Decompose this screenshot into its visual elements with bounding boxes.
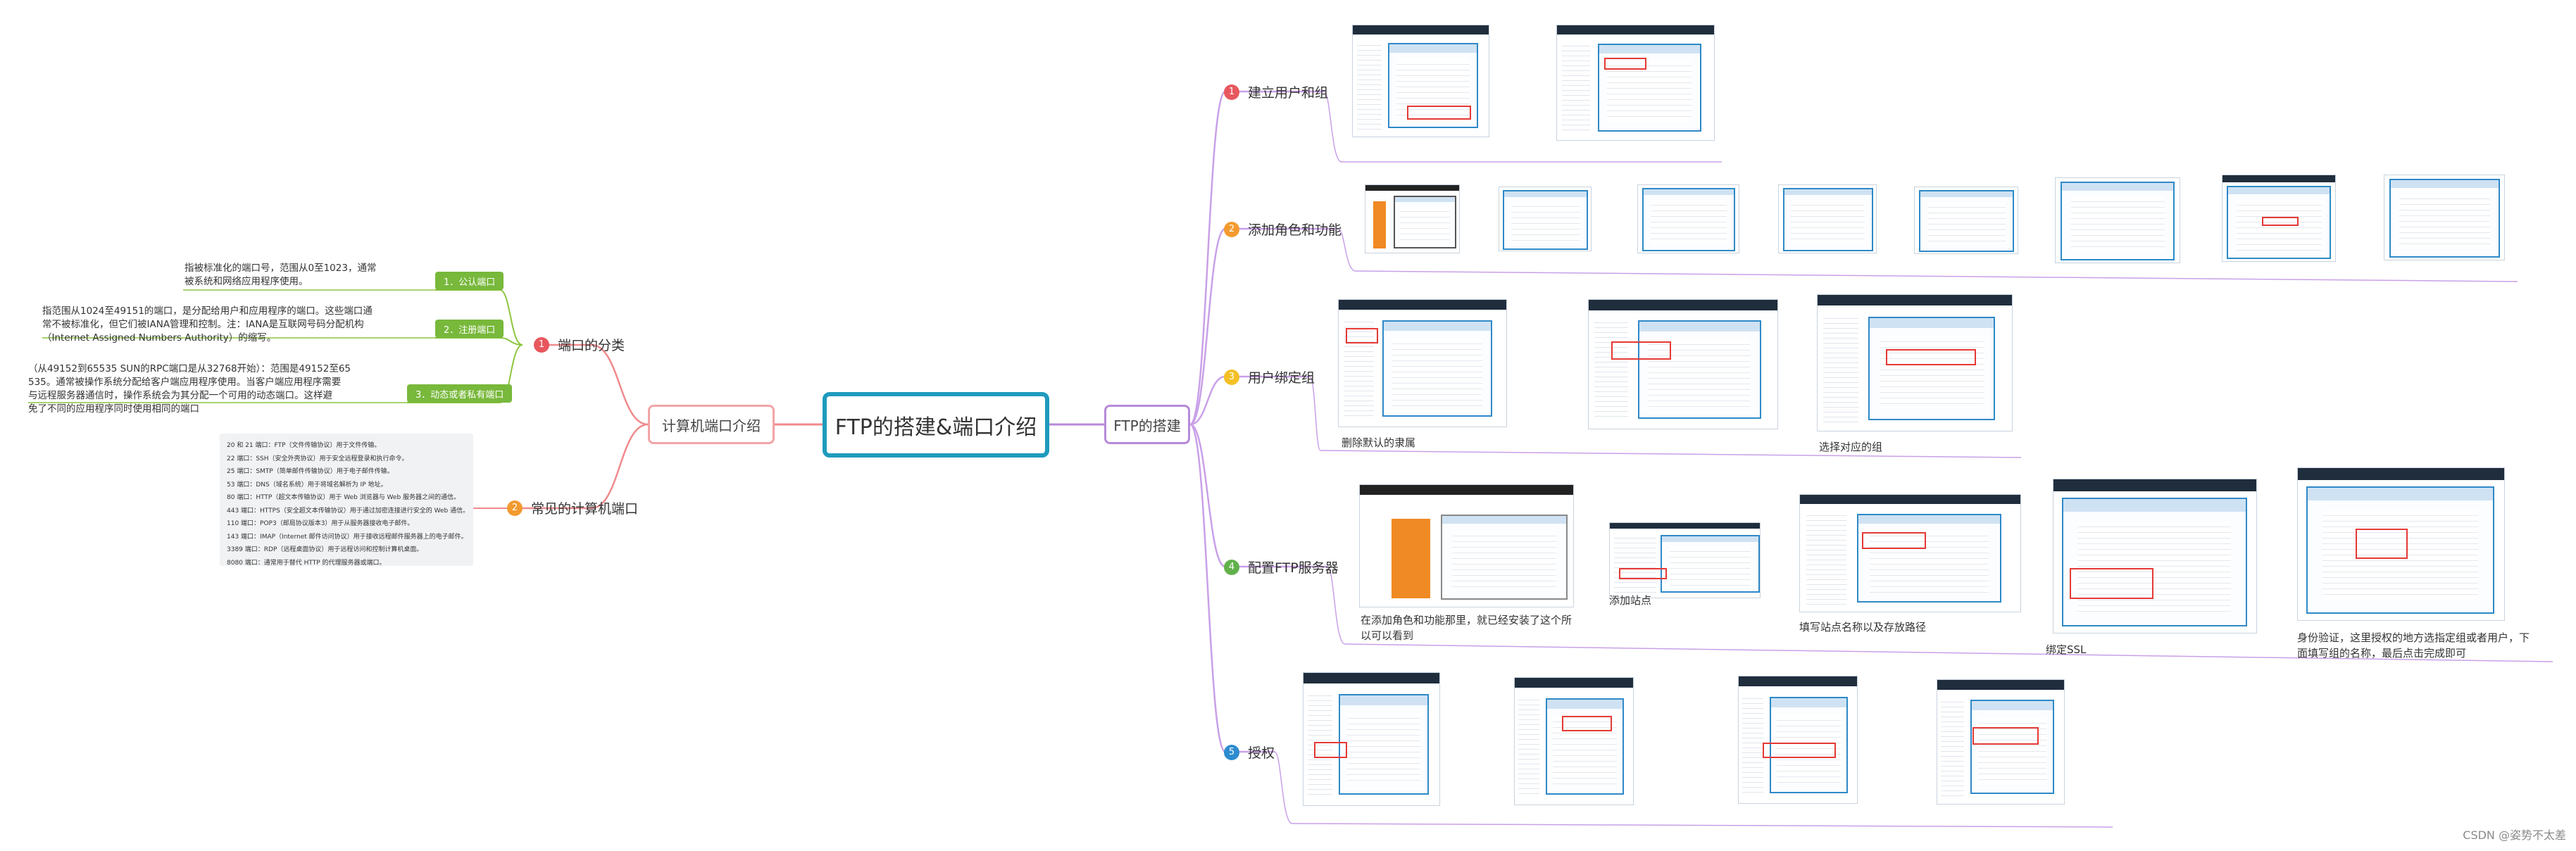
screenshot-wizard-7[interactable] [2384,175,2505,260]
desc-dynamic-ports: （从49152到65535 SUN的RPC端口是从32768开始）：范围是491… [28,363,351,416]
port-item: 443 端口：HTTPS（安全超文本传输协议）用于通过加密连接进行安全的 Web… [227,505,466,518]
section-number: 1 [1224,84,1239,100]
port-item: 53 端口：DNS（域名系统）用于将域名解析为 IP 地址。 [227,479,466,492]
caption-site-name-path: 填写站点名称以及存放路径 [1799,619,1926,635]
desc-registered-ports: 指范围从1024至49151的端口，是分配给用户和应用程序的端口。这些端口通 常… [42,305,373,345]
section-label: 常见的计算机端口 [531,498,638,517]
desc-line: 与远程服务器通信时，操作系统会为其分配一个可用的动态端口。这样避 [28,389,351,403]
caption-bind-ssl: 绑定SSL [2046,642,2086,657]
tag-dynamic-ports[interactable]: 3．动态或者私有端口 [407,384,512,403]
caption-roles-installed: 在添加角色和功能那里，就已经安装了这个所 以可以看到 [1361,612,1572,643]
section-authorize[interactable]: 5 授权 [1224,743,1275,762]
section-common-ports[interactable]: 2 常见的计算机端口 [507,498,638,517]
branch-port-intro[interactable]: 计算机端口介绍 [648,405,775,444]
port-item: 110 端口：POP3（邮局协议版本3）用于从服务器接收电子邮件。 [227,517,466,531]
section-config-ftp[interactable]: 4 配置FTP服务器 [1224,557,1339,576]
section-number: 4 [1224,560,1239,575]
section-number: 1 [534,337,549,353]
desc-line: 被系统和网络应用程序使用。 [185,275,376,289]
screenshot-wizard-6[interactable] [2222,175,2336,262]
screenshot-user-properties[interactable] [1338,299,1507,427]
screenshot-iis-manager[interactable] [1359,484,1574,607]
section-add-roles[interactable]: 2 添加角色和功能 [1224,220,1342,239]
section-number: 3 [1224,370,1239,385]
watermark: CSDN @姿势不太差 [2463,826,2566,843]
caption-auth: 身份验证，这里授权的地方选指定组或者用户，下 面填写组的名称，最后点击完成即可 [2297,630,2530,661]
desc-line: 免了不同的应用程序同时使用相同的端口 [28,403,351,416]
screenshot-auth[interactable] [2297,467,2505,621]
port-item: 25 端口：SMTP（简单邮件传输协议）用于电子邮件传输。 [227,465,466,479]
root-topic[interactable]: FTP的搭建&端口介绍 [823,392,1049,458]
screenshot-member-of[interactable] [1588,299,1778,429]
section-number: 2 [507,500,523,516]
screenshot-select-group[interactable] [1817,294,2013,431]
desc-line: （Internet Assigned Numbers Authority）的缩写… [42,332,373,345]
screenshot-wizard-4[interactable] [1914,187,2018,254]
tag-well-known-ports[interactable]: 1．公认端口 [435,272,504,290]
section-number: 2 [1224,222,1239,237]
caption-line: 面填写组的名称，最后点击完成即可 [2297,645,2530,661]
screenshot-new-group[interactable] [1556,25,1715,141]
section-label: 建立用户和组 [1248,82,1328,101]
screenshot-site-info[interactable] [1799,494,2021,612]
section-port-category[interactable]: 1 端口的分类 [534,335,625,354]
screenshot-server-manager[interactable] [1365,184,1460,253]
branch-ftp-setup-label: FTP的搭建 [1113,415,1180,435]
common-ports-list: 20 和 21 端口：FTP（文件传输协议）用于文件传输。 22 端口：SSH（… [220,434,473,566]
desc-line: 指范围从1024至49151的端口，是分配给用户和应用程序的端口。这些端口通 [42,305,373,318]
screenshot-wizard-2[interactable] [1637,184,1739,253]
screenshot-wizard-5[interactable] [2055,177,2180,263]
desc-line: 指被标准化的端口号，范围从0至1023，通常 [185,262,376,275]
section-create-users-groups[interactable]: 1 建立用户和组 [1224,82,1328,101]
screenshot-edit-permission[interactable] [1738,676,1858,804]
port-item: 143 端口：IMAP（Internet 邮件访问协议）用于接收远程邮件服务器上… [227,531,466,544]
section-label: 端口的分类 [558,335,625,354]
desc-line: 常不被标准化，但它们被IANA管理和控制。注：IANA是互联网号码分配机构 [42,318,373,332]
port-item: 80 端口：HTTP（超文本传输协议）用于 Web 浏览器与 Web 服务器之间… [227,491,466,505]
desc-line: 535。通常被操作系统分配给客户端应用程序使用。当客户端应用程序需要 [28,376,351,389]
desc-well-known-ports: 指被标准化的端口号，范围从0至1023，通常 被系统和网络应用程序使用。 [185,262,376,289]
port-item: 22 端口：SSH（安全外壳协议）用于安全远程登录和执行命令。 [227,453,466,466]
screenshot-permission-list[interactable] [1937,679,2065,805]
tag-registered-ports[interactable]: 2．注册端口 [435,320,504,338]
screenshot-security-tab[interactable] [1514,677,1634,805]
branch-ftp-setup[interactable]: FTP的搭建 [1104,405,1190,444]
port-item: 20 和 21 端口：FTP（文件传输协议）用于文件传输。 [227,439,466,453]
port-item: 8080 端口：通常用于替代 HTTP 的代理服务器或端口。 [227,557,466,570]
screenshot-new-user[interactable] [1352,25,1489,137]
desc-line: （从49152到65535 SUN的RPC端口是从32768开始）：范围是491… [28,363,351,376]
caption-choose-group: 选择对应的组 [1819,439,1882,455]
screenshot-folder-properties[interactable] [1303,672,1440,806]
screenshot-bind-ssl[interactable] [2053,479,2257,633]
caption-line: 以可以看到 [1361,628,1572,643]
section-label: 用户绑定组 [1248,367,1315,386]
screenshot-wizard-1[interactable] [1499,187,1592,251]
screenshot-add-site[interactable] [1609,522,1761,598]
section-bind-user-group[interactable]: 3 用户绑定组 [1224,367,1315,386]
root-title: FTP的搭建&端口介绍 [835,410,1037,441]
section-label: 授权 [1248,743,1275,762]
caption-add-site: 添加站点 [1609,593,1651,608]
section-label: 配置FTP服务器 [1248,557,1339,576]
branch-port-intro-label: 计算机端口介绍 [662,415,761,435]
port-item: 3389 端口：RDP（远程桌面协议）用于远程访问和控制计算机桌面。 [227,543,466,557]
screenshot-wizard-3[interactable] [1778,184,1877,253]
caption-line: 在添加角色和功能那里，就已经安装了这个所 [1361,612,1572,628]
caption-line: 身份验证，这里授权的地方选指定组或者用户，下 [2297,630,2530,645]
section-number: 5 [1224,745,1239,760]
caption-remove-default: 删除默认的隶属 [1342,435,1415,450]
section-label: 添加角色和功能 [1248,220,1342,239]
